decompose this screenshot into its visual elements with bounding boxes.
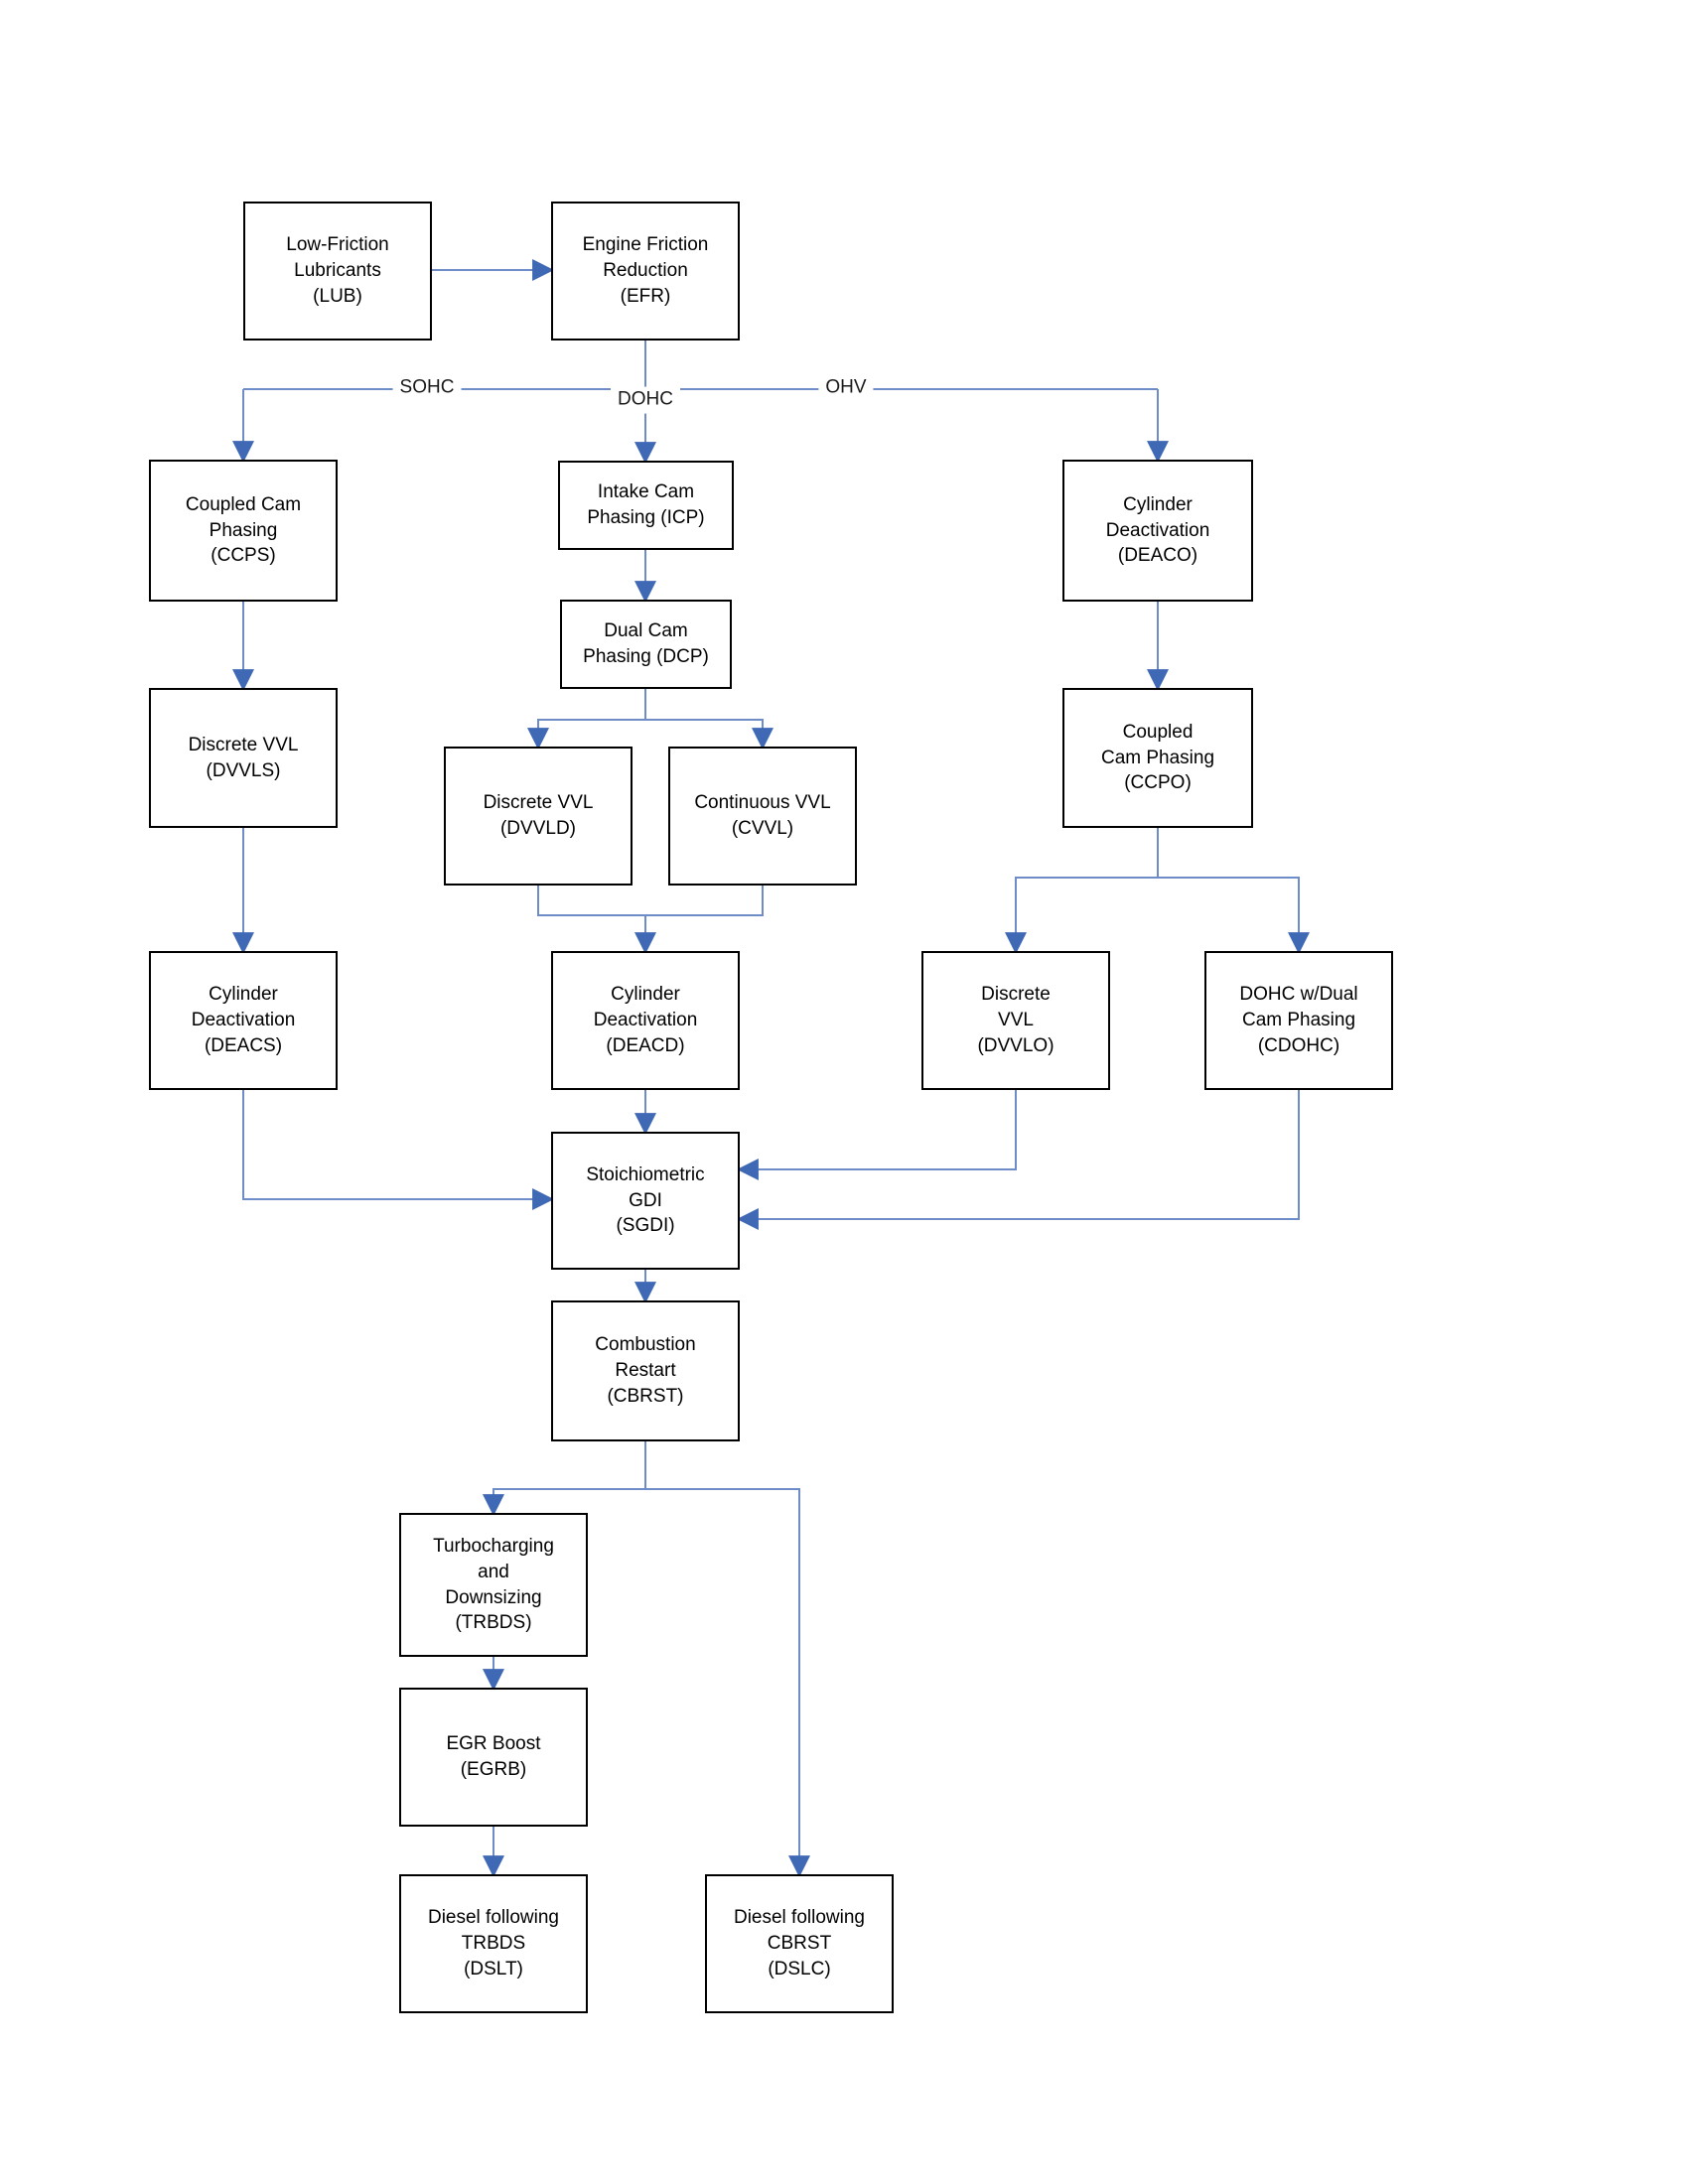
node-sgdi: Stoichiometric GDI (SGDI) bbox=[551, 1132, 740, 1270]
node-deaco-label: Cylinder Deactivation (DEACO) bbox=[1105, 493, 1210, 567]
node-cdohc-label: DOHC w/Dual Cam Phasing (CDOHC) bbox=[1239, 984, 1358, 1056]
node-dslc-label: Diesel following CBRST (DSLC) bbox=[733, 1907, 865, 1979]
branch-label-sohc: SOHC bbox=[392, 374, 462, 402]
edge-dvvlo-to-sgdi bbox=[736, 1090, 1017, 1180]
node-icp: Intake Cam Phasing (ICP) bbox=[558, 461, 734, 550]
node-egrb: EGR Boost (EGRB) bbox=[399, 1688, 588, 1827]
node-trbds-label: Turbocharging and Downsizing (TRBDS) bbox=[433, 1535, 554, 1634]
node-dvvld: Discrete VVL (DVVLD) bbox=[444, 747, 633, 886]
node-dvvls-label: Discrete VVL (DVVLS) bbox=[188, 734, 299, 781]
edge-dcp-to-cvvl bbox=[645, 719, 774, 751]
node-ccps-label: Coupled Cam Phasing (CCPS) bbox=[185, 493, 302, 567]
node-dslt: Diesel following TRBDS (DSLT) bbox=[399, 1874, 588, 2013]
node-dvvld-label: Discrete VVL (DVVLD) bbox=[483, 792, 594, 839]
node-lub: Low-Friction Lubricants (LUB) bbox=[243, 202, 432, 341]
node-dvvlo: Discrete VVL (DVVLO) bbox=[921, 951, 1110, 1090]
node-icp-label: Intake Cam Phasing (ICP) bbox=[587, 481, 705, 528]
branch-label-dohc: DOHC bbox=[611, 386, 680, 414]
node-deacs-label: Cylinder Deactivation (DEACS) bbox=[191, 984, 296, 1056]
edge-cvvl-to-deacd bbox=[645, 886, 764, 916]
node-trbds: Turbocharging and Downsizing (TRBDS) bbox=[399, 1513, 588, 1657]
edge-cdohc-to-sgdi bbox=[736, 1090, 1300, 1230]
node-dvvls: Discrete VVL (DVVLS) bbox=[149, 688, 338, 828]
node-sgdi-label: Stoichiometric GDI (SGDI) bbox=[586, 1163, 705, 1237]
node-deaco: Cylinder Deactivation (DEACO) bbox=[1062, 460, 1253, 602]
node-cvvl: Continuous VVL (CVVL) bbox=[668, 747, 857, 886]
edge-cbrst-to-dslc bbox=[645, 1488, 810, 1878]
node-deacd: Cylinder Deactivation (DEACD) bbox=[551, 951, 740, 1090]
edge-cbrst-to-trbds bbox=[483, 1441, 646, 1517]
edge-deacs-to-sgdi bbox=[242, 1090, 555, 1210]
branch-label-ohv: OHV bbox=[818, 374, 874, 402]
node-ccps: Coupled Cam Phasing (CCPS) bbox=[149, 460, 338, 602]
node-dslc: Diesel following CBRST (DSLC) bbox=[705, 1874, 894, 2013]
node-egrb-label: EGR Boost (EGRB) bbox=[446, 1733, 541, 1780]
node-efr: Engine Friction Reduction (EFR) bbox=[551, 202, 740, 341]
node-ccpo-label: Coupled Cam Phasing (CCPO) bbox=[1100, 721, 1215, 794]
node-deacd-label: Cylinder Deactivation (DEACD) bbox=[593, 984, 698, 1056]
node-cdohc: DOHC w/Dual Cam Phasing (CDOHC) bbox=[1204, 951, 1393, 1090]
edge-dcp-to-dvvld bbox=[527, 689, 646, 751]
node-dcp-label: Dual Cam Phasing (DCP) bbox=[583, 620, 709, 667]
edge-dvvld-to-deacd bbox=[537, 886, 656, 955]
node-deacs: Cylinder Deactivation (DEACS) bbox=[149, 951, 338, 1090]
edge-ccpo-to-dvvlo bbox=[1005, 828, 1159, 955]
node-cbrst: Combustion Restart (CBRST) bbox=[551, 1300, 740, 1441]
node-dslt-label: Diesel following TRBDS (DSLT) bbox=[427, 1907, 559, 1979]
node-dvvlo-label: Discrete VVL (DVVLO) bbox=[977, 984, 1055, 1056]
node-ccpo: Coupled Cam Phasing (CCPO) bbox=[1062, 688, 1253, 828]
node-lub-label: Low-Friction Lubricants (LUB) bbox=[286, 234, 389, 307]
node-cvvl-label: Continuous VVL (CVVL) bbox=[694, 792, 831, 839]
node-efr-label: Engine Friction Reduction (EFR) bbox=[582, 234, 709, 307]
node-cbrst-label: Combustion Restart (CBRST) bbox=[595, 1334, 696, 1407]
node-dcp: Dual Cam Phasing (DCP) bbox=[560, 600, 732, 689]
edge-ccpo-to-cdohc bbox=[1158, 877, 1310, 955]
